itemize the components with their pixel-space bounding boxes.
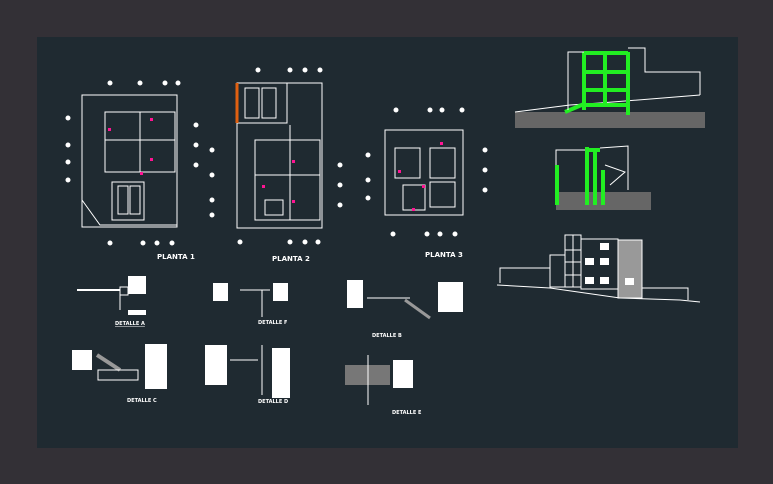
plan-3-label: PLANTA 3 bbox=[425, 251, 463, 259]
detail-e-label: DETALLE E bbox=[392, 410, 422, 416]
elevation-drawing bbox=[496, 234, 701, 303]
detail-d-label: DETALLE D bbox=[258, 399, 288, 405]
cad-model-space[interactable]: PLANTA 1 PLANTA 2 PLANTA 3 DETALLE A DET… bbox=[37, 37, 738, 448]
plan-2-drawing bbox=[209, 67, 343, 245]
detail-f-label: DETALLE F bbox=[258, 320, 287, 326]
details-drawings bbox=[72, 276, 463, 405]
detail-a-label: DETALLE A bbox=[115, 321, 145, 327]
detail-c-label: DETALLE C bbox=[127, 398, 157, 404]
plan-3-drawing bbox=[365, 107, 488, 237]
plan-1-drawing bbox=[65, 80, 199, 246]
section-a-drawing bbox=[514, 47, 705, 128]
detail-b-label: DETALLE B bbox=[372, 333, 402, 339]
cad-drawing: PLANTA 1 PLANTA 2 PLANTA 3 DETALLE A DET… bbox=[65, 47, 705, 416]
plan-2-label: PLANTA 2 bbox=[272, 255, 310, 263]
section-b-drawing bbox=[555, 145, 651, 210]
plan-1-label: PLANTA 1 bbox=[157, 253, 195, 261]
